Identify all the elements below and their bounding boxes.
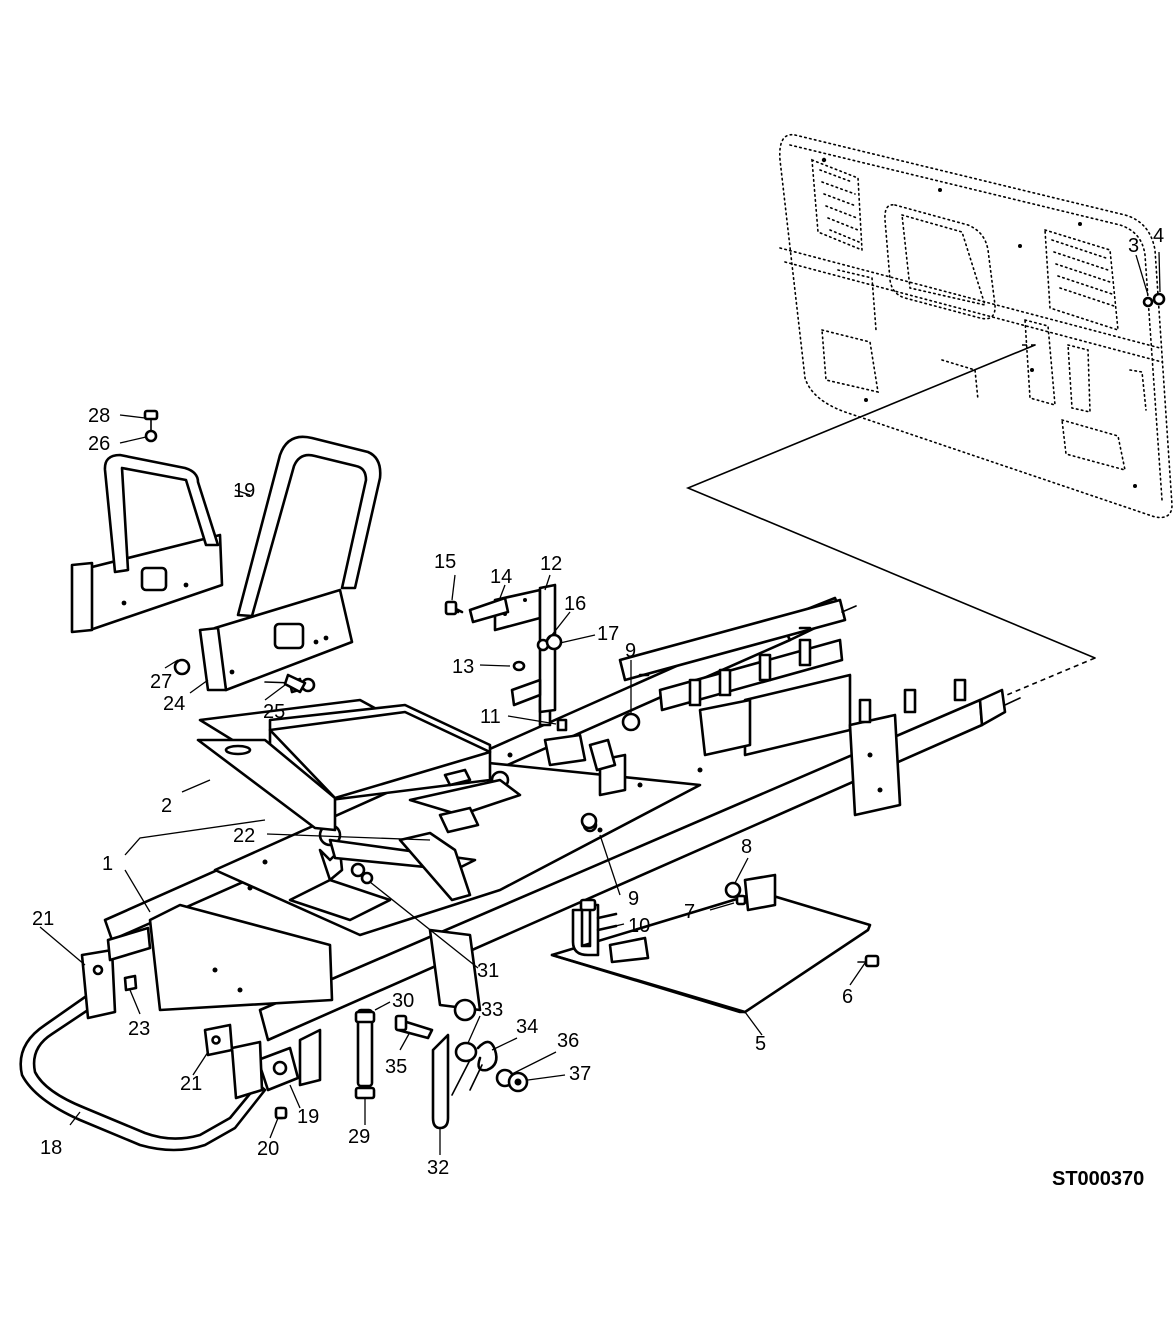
callout-8: 8 bbox=[741, 836, 752, 858]
callout-23: 23 bbox=[128, 1018, 150, 1040]
callout-11: 11 bbox=[480, 706, 501, 728]
dash-panel bbox=[778, 133, 1173, 519]
callout-26: 26 bbox=[88, 433, 110, 455]
callout-16: 16 bbox=[564, 593, 586, 615]
callout-14: 14 bbox=[490, 566, 512, 588]
callout-29: 29 bbox=[348, 1126, 370, 1148]
callout-2: 2 bbox=[161, 795, 172, 817]
callout-9a: 9 bbox=[625, 640, 636, 662]
callout-4: 4 bbox=[1153, 225, 1164, 247]
callout-13: 13 bbox=[452, 656, 474, 678]
main-frame bbox=[103, 596, 1021, 1087]
drawing-reference-id: ST000370 bbox=[1052, 1168, 1144, 1190]
callout-32: 32 bbox=[427, 1157, 449, 1179]
callout-19b: 19 bbox=[297, 1106, 319, 1128]
callout-34: 34 bbox=[516, 1016, 538, 1038]
callout-15: 15 bbox=[434, 551, 456, 573]
leader-lines bbox=[39, 251, 1161, 1155]
footrest-right bbox=[550, 873, 872, 1014]
footrest-left bbox=[196, 710, 492, 832]
callout-35: 35 bbox=[385, 1056, 407, 1078]
callout-5: 5 bbox=[755, 1033, 766, 1055]
callout-6: 6 bbox=[842, 986, 853, 1008]
callout-10: 10 bbox=[628, 915, 650, 937]
bumper-brackets bbox=[80, 926, 288, 1120]
callout-36: 36 bbox=[557, 1030, 579, 1052]
callout-21a: 21 bbox=[32, 908, 54, 930]
callout-9b: 9 bbox=[628, 888, 639, 910]
callout-33: 33 bbox=[481, 999, 503, 1021]
callout-24: 24 bbox=[163, 693, 185, 715]
assembly-reference-lines bbox=[685, 344, 1096, 698]
callout-27: 27 bbox=[150, 671, 172, 693]
callout-31: 31 bbox=[477, 960, 499, 982]
callout-18: 18 bbox=[40, 1137, 62, 1159]
callout-22: 22 bbox=[233, 825, 255, 847]
callout-30: 30 bbox=[392, 990, 414, 1012]
callout-17: 17 bbox=[597, 623, 619, 645]
callout-19a: 19 bbox=[233, 480, 255, 502]
callout-20: 20 bbox=[257, 1138, 279, 1160]
fasteners bbox=[274, 292, 1166, 1130]
callout-7: 7 bbox=[684, 901, 695, 923]
callout-12: 12 bbox=[540, 553, 562, 575]
callout-labels: 1 2 3 4 5 6 7 8 9 9 10 11 12 13 14 15 16… bbox=[32, 225, 1164, 1179]
callout-21b: 21 bbox=[180, 1073, 202, 1095]
callout-25: 25 bbox=[263, 701, 285, 723]
callout-3: 3 bbox=[1128, 235, 1139, 257]
callout-1: 1 bbox=[102, 853, 113, 875]
callout-28: 28 bbox=[88, 405, 110, 427]
callout-37: 37 bbox=[569, 1063, 591, 1085]
roll-bar-assembly bbox=[70, 409, 382, 694]
